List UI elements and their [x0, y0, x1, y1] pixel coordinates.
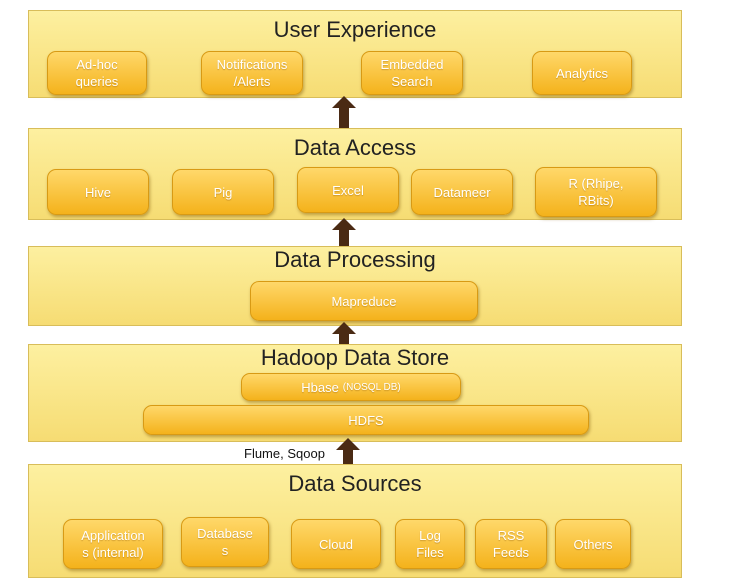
box-datameer: Datameer — [411, 169, 513, 215]
ingest-label: Flume, Sqoop — [244, 446, 325, 461]
box-pig: Pig — [172, 169, 274, 215]
box-hive: Hive — [47, 169, 149, 215]
hbase-label: Hbase — [301, 379, 339, 395]
box-databases: Database s — [181, 517, 269, 567]
layer-data-sources: Data Sources Application s (internal) Da… — [28, 464, 682, 578]
layer-title-hadoop-data-store: Hadoop Data Store — [260, 345, 450, 370]
layer-user-experience: User Experience Ad-hoc queries Notificat… — [28, 10, 682, 98]
layer-title-data-sources: Data Sources — [288, 471, 422, 496]
box-mapreduce: Mapreduce — [250, 281, 478, 321]
layer-title-user-experience: User Experience — [273, 17, 437, 42]
layer-hadoop-data-store: Hadoop Data Store Hbase (NOSQL DB) HDFS — [28, 344, 682, 442]
box-others: Others — [555, 519, 631, 569]
box-ad-hoc-queries: Ad-hoc queries — [47, 51, 147, 95]
box-applications-internal: Application s (internal) — [63, 519, 163, 569]
layer-data-access: Data Access Hive Pig Excel Datameer R (R… — [28, 128, 682, 220]
box-hdfs: HDFS — [143, 405, 589, 435]
box-embedded-search: Embedded Search — [361, 51, 463, 95]
layer-title-data-access: Data Access — [293, 135, 417, 160]
box-r-rhipe-rbits: R (Rhipe, RBits) — [535, 167, 657, 217]
box-notifications-alerts: Notifications /Alerts — [201, 51, 303, 95]
hbase-note: (NOSQL DB) — [342, 381, 401, 393]
layer-title-data-processing: Data Processing — [274, 247, 436, 272]
box-log-files: Log Files — [395, 519, 465, 569]
box-excel: Excel — [297, 167, 399, 213]
box-analytics: Analytics — [532, 51, 632, 95]
layer-data-processing: Data Processing Mapreduce — [28, 246, 682, 326]
box-rss-feeds: RSS Feeds — [475, 519, 547, 569]
box-hbase: Hbase (NOSQL DB) — [241, 373, 461, 401]
box-cloud: Cloud — [291, 519, 381, 569]
